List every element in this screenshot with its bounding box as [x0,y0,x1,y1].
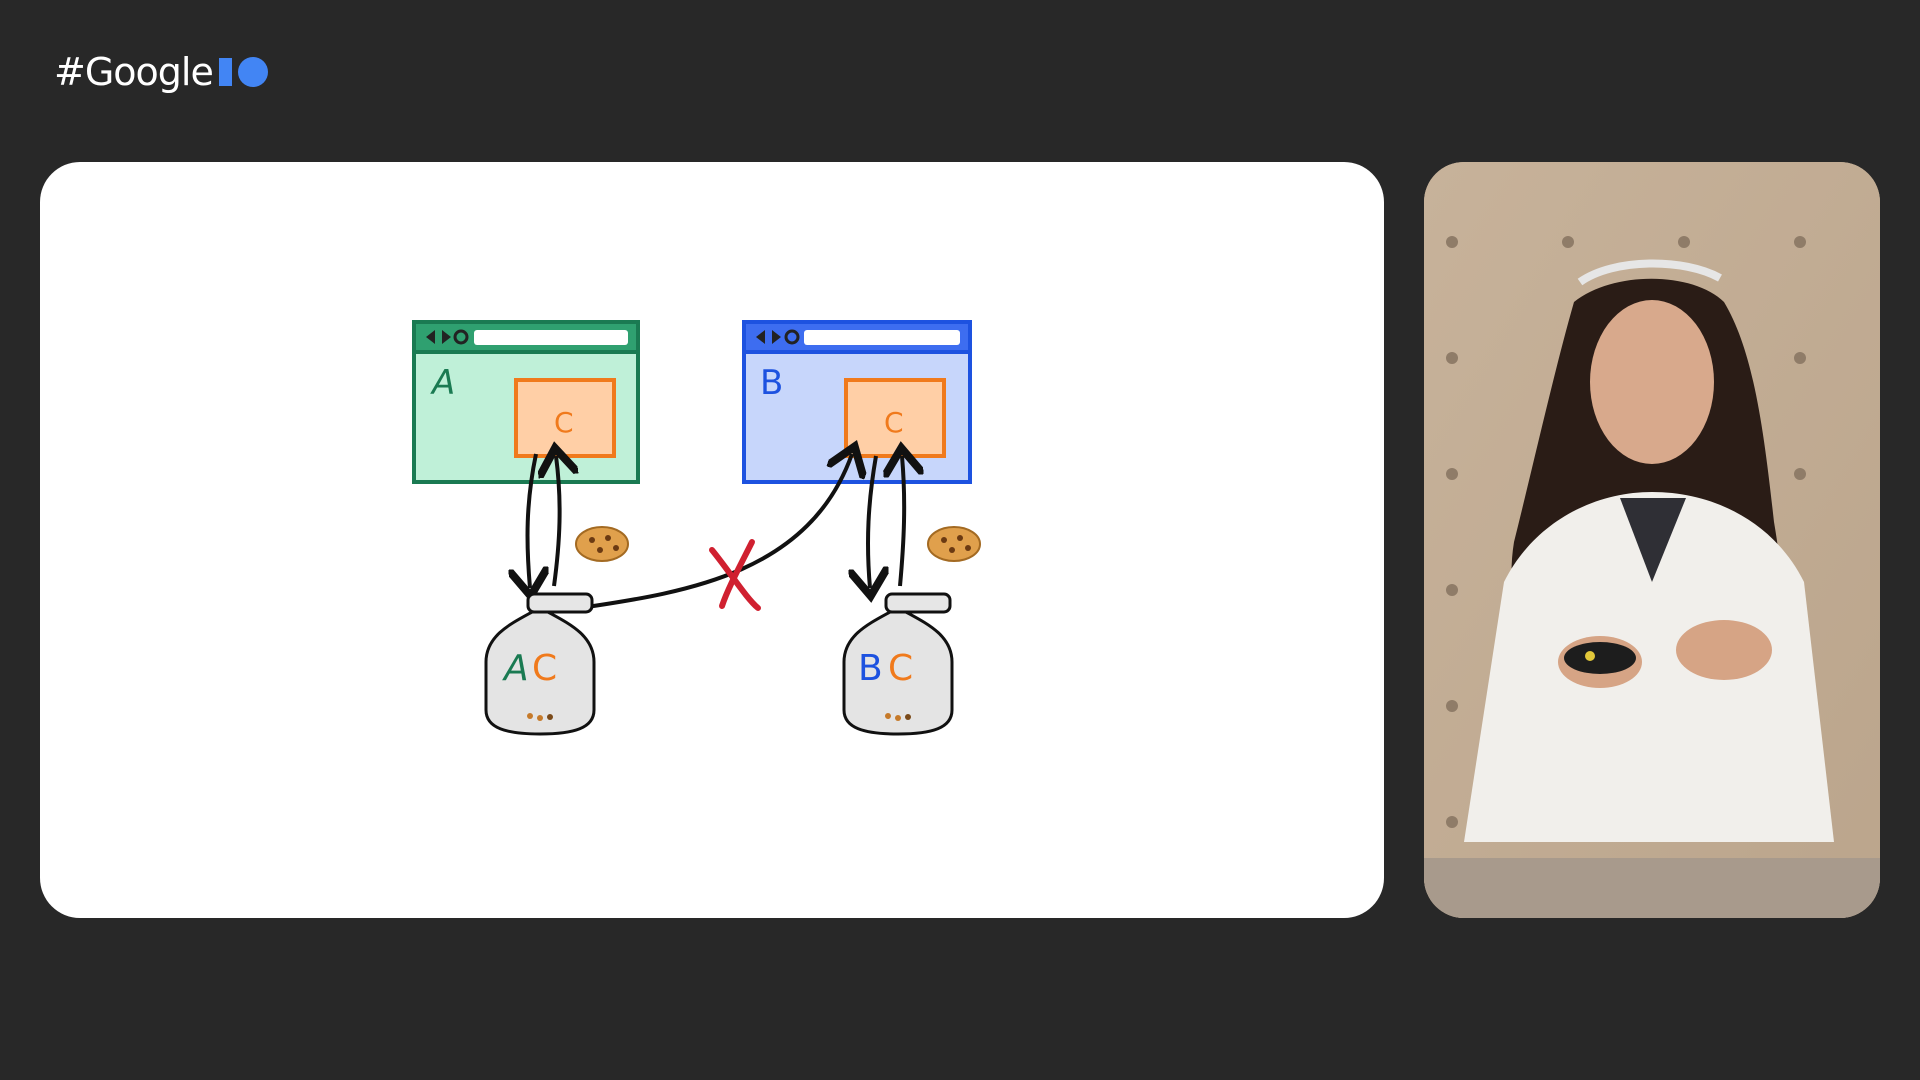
browser-window-b: B C [742,320,972,484]
pegboard-holes [1446,236,1806,828]
arrow-from-jar-b [900,456,904,587]
google-io-logo: #Google [54,50,273,94]
embed-c-label-a: C [554,406,574,439]
jar-a-label-second: C [532,648,557,689]
io-mark-icon [218,57,268,87]
jar-b-label-first: B [858,648,883,689]
cookie-icon [927,526,981,562]
site-a-label: A [430,363,455,403]
cookie-jar-icon [842,592,954,736]
cookie-jar-icon [484,592,596,736]
address-bar-a [474,330,628,345]
logo-text: #Google [54,50,214,94]
site-b-label: B [760,363,783,403]
forward-icon [442,330,451,344]
arrow-to-jar-a [528,453,536,588]
third-party-cookie-diagram: A C B C [412,320,981,736]
jar-b-label-second: C [888,648,913,689]
forward-icon [772,330,781,344]
jar-a-label-first: A [502,648,529,689]
arrow-from-jar-a [554,456,560,587]
embed-c-label-b: C [884,406,904,439]
arrow-to-jar-b [868,455,876,588]
blocked-x-icon [709,539,761,611]
back-icon [426,330,435,344]
cookie-icon [575,526,629,562]
cookie-jar-b: B C [842,592,954,736]
reload-icon [453,329,469,345]
speaker-video-panel [1424,162,1880,918]
cookie-jar-a: A C [484,592,596,736]
browser-window-a: A C [412,320,640,484]
back-icon [756,330,765,344]
presenter-video-icon [1424,162,1880,918]
reload-icon [784,329,800,345]
address-bar-b [804,330,960,345]
slide-panel: A C B C [40,162,1384,918]
